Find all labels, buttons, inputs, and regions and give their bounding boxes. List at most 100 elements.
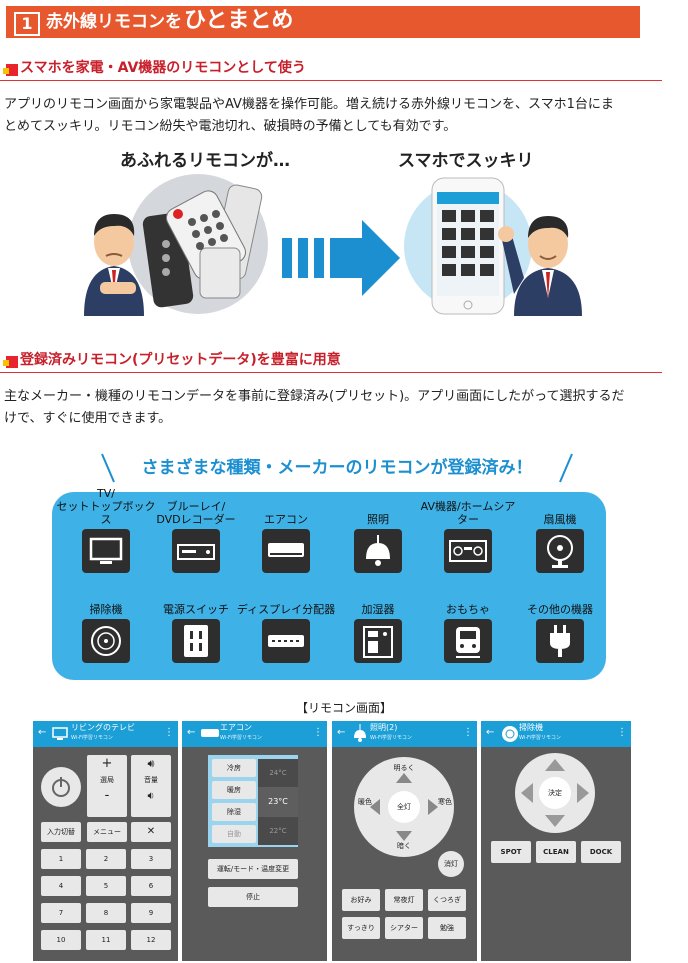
channel-label: 選局 [100, 776, 114, 784]
vacuum-icon [82, 619, 130, 663]
scene-button[interactable]: 常夜灯 [385, 889, 423, 911]
light-off-button[interactable]: 消灯 [438, 851, 464, 877]
category-toy-train: おもちゃ [418, 588, 518, 663]
overflow-menu-icon[interactable]: ⋮ [164, 727, 174, 738]
category-humidifier: 加湿器 [328, 588, 428, 663]
category-label: おもちゃ [446, 603, 490, 616]
category-label: 照明 [367, 513, 389, 526]
temperature-current: 23°C [258, 787, 298, 817]
transition-arrow-icon [282, 220, 400, 296]
number-key[interactable]: 12 [131, 930, 171, 950]
section2-paragraph: 主なメーカー・機種のリモコンデータを事前に登録済み(プリセット)。アプリ画面にし… [4, 386, 664, 430]
power-icon [52, 777, 70, 797]
number-key[interactable]: 9 [131, 903, 171, 923]
input-switch-button[interactable]: 入力切替 [41, 822, 81, 842]
number-key[interactable]: 11 [86, 930, 126, 950]
vacuum-dpad[interactable]: 決定 [515, 753, 595, 833]
app-bar: ← リビングのテレビ Wi-Fi学習リモコン ⋮ [33, 721, 178, 747]
spot-button[interactable]: SPOT [491, 841, 531, 863]
category-label: エアコン [264, 513, 308, 526]
back-arrow-icon[interactable]: ← [187, 727, 196, 738]
humidifier-icon [354, 619, 402, 663]
category-label: ディスプレイ分配器 [236, 603, 336, 616]
app-bar: ← 掃除機 Wi-Fi学習リモコン ⋮ [481, 721, 631, 747]
overflow-menu-icon[interactable]: ⋮ [617, 727, 627, 738]
channel-up[interactable]: + [101, 756, 113, 771]
overflow-menu-icon[interactable]: ⋮ [313, 727, 323, 738]
full-light-button[interactable]: 全灯 [388, 791, 420, 823]
section1-heading: スマホを家電・AV機器のリモコンとして使う [0, 56, 662, 81]
dock-button[interactable]: DOCK [581, 841, 621, 863]
category-outlet: 電源スイッチ [146, 588, 246, 663]
clean-button[interactable]: CLEAN [536, 841, 576, 863]
mode-button[interactable]: 暖房 [212, 781, 256, 799]
decide-button[interactable]: 決定 [539, 777, 571, 809]
power-button[interactable] [41, 767, 81, 807]
brighter-button[interactable]: 明るく [393, 764, 415, 772]
splitter-icon [262, 619, 310, 663]
back-arrow-icon[interactable]: ← [38, 727, 47, 738]
channel-down[interactable]: - [104, 788, 110, 803]
volume-label: 音量 [144, 776, 158, 784]
light-icon [354, 529, 402, 573]
screen-subtitle: Wi-Fi学習リモコン [71, 735, 113, 741]
section1-heading-text: スマホを家電・AV機器のリモコンとして使う [20, 60, 306, 76]
section2-heading-text: 登録済みリモコン(プリセットデータ)を豊富に用意 [20, 352, 341, 368]
mode-change-button[interactable]: 運転/モード・温度変更 [208, 859, 298, 879]
temperature-dial[interactable]: 24°C 23°C 22°C [258, 759, 298, 845]
section1-paragraph: アプリのリモコン画面から家電製品やAV機器を操作可能。増え続ける赤外線リモコンを… [4, 94, 664, 138]
scene-button[interactable]: お好み [342, 889, 380, 911]
category-aircon: エアコン [236, 498, 336, 573]
volume-up-icon[interactable]: 🔊︎ [147, 757, 155, 770]
overflow-menu-icon[interactable]: ⋮ [463, 727, 473, 738]
screens-caption: 【リモコン画面】 [295, 701, 392, 715]
light-remote-screen: ← 照明(2) Wi-Fi学習リモコン ⋮ 明るく 暗く 暖色 寒色 全灯 消灯… [332, 721, 477, 961]
vacuum-remote-screen: ← 掃除機 Wi-Fi学習リモコン ⋮ 決定 SPOT CLEAN DOCK [481, 721, 631, 961]
screen-subtitle: Wi-Fi学習リモコン [370, 735, 412, 741]
preset-banner-text: さまざまな種類・メーカーのリモコンが登録済み！ [141, 458, 533, 478]
number-key[interactable]: 10 [41, 930, 81, 950]
mode-button[interactable]: 除湿 [212, 803, 256, 821]
screen-title: 掃除機 [519, 723, 543, 732]
stop-button[interactable]: 停止 [208, 887, 298, 907]
category-tv: TV/ セットトップボックス [56, 487, 156, 573]
channel-rocker[interactable]: + 選局 - [87, 755, 127, 817]
smartphone-illustration [402, 174, 602, 316]
category-splitter: ディスプレイ分配器 [236, 588, 336, 663]
title-text-part1: 赤外線リモコンを [46, 12, 182, 32]
mode-button[interactable]: 自動 [212, 825, 256, 843]
mode-button[interactable]: 冷房 [212, 759, 256, 777]
number-key[interactable]: 8 [86, 903, 126, 923]
back-arrow-icon[interactable]: ← [337, 727, 346, 738]
scene-button[interactable]: シアター [385, 917, 423, 939]
volume-down-icon[interactable]: 🔉︎ [147, 789, 155, 802]
light-icon [354, 724, 366, 742]
app-bar: ← 照明(2) Wi-Fi学習リモコン ⋮ [332, 721, 477, 747]
title-banner: 1 赤外線リモコンを ひとまとめ [6, 6, 640, 38]
number-key[interactable]: 4 [41, 876, 81, 896]
number-key[interactable]: 2 [86, 849, 126, 869]
number-key[interactable]: 5 [86, 876, 126, 896]
temperature-high: 24°C [269, 769, 287, 777]
number-key[interactable]: 7 [41, 903, 81, 923]
light-dpad[interactable]: 明るく 暗く 暖色 寒色 全灯 [354, 757, 454, 857]
scene-button[interactable]: 勉強 [428, 917, 466, 939]
darker-button[interactable]: 暗く [397, 842, 411, 850]
volume-rocker[interactable]: 🔊︎ 音量 🔉︎ [131, 755, 171, 817]
category-label: 扇風機 [543, 513, 577, 526]
mute-icon[interactable]: ✕ [131, 822, 171, 842]
menu-button[interactable]: メニュー [87, 822, 127, 842]
back-arrow-icon[interactable]: ← [486, 727, 495, 738]
cool-button[interactable]: 寒色 [438, 798, 452, 806]
number-key[interactable]: 6 [131, 876, 171, 896]
heading-marker-icon [3, 356, 18, 368]
warm-button[interactable]: 暖色 [358, 798, 372, 806]
number-key[interactable]: 1 [41, 849, 81, 869]
fan-icon [536, 529, 584, 573]
scene-button[interactable]: くつろぎ [428, 889, 466, 911]
tv-icon [52, 727, 68, 740]
scene-button[interactable]: すっきり [342, 917, 380, 939]
screen-title: エアコン [220, 723, 252, 732]
number-key[interactable]: 3 [131, 849, 171, 869]
